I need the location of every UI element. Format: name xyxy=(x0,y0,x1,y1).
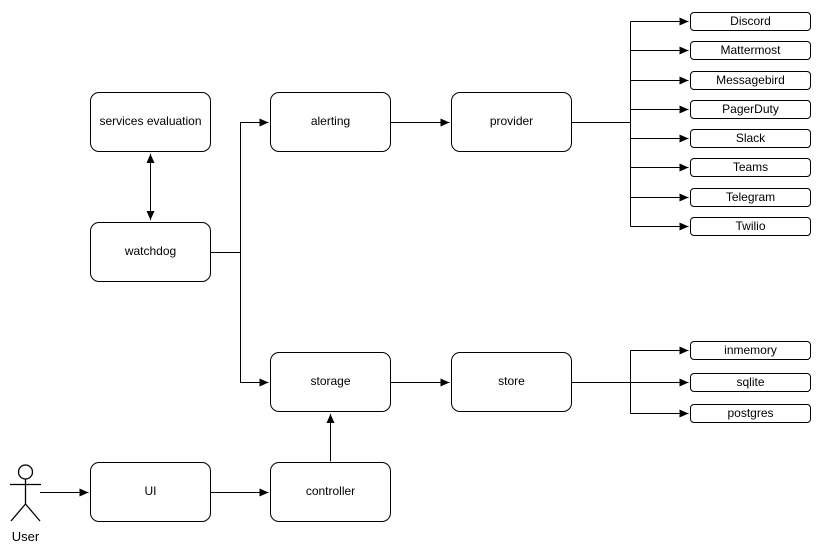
edge-watchdog-alerting xyxy=(240,118,269,253)
node-postgres: postgres xyxy=(690,404,811,423)
node-slack: Slack xyxy=(690,129,811,148)
node-ui: UI xyxy=(90,462,211,522)
node-sqlite: sqlite xyxy=(690,373,811,392)
node-services-evaluation: services evaluation xyxy=(90,92,211,152)
node-store: store xyxy=(451,352,572,412)
node-mattermost: Mattermost xyxy=(690,41,811,60)
node-twilio: Twilio xyxy=(690,217,811,236)
node-controller: controller xyxy=(270,462,391,522)
node-alerting: alerting xyxy=(270,92,391,152)
node-storage: storage xyxy=(270,352,391,412)
user-actor-label: User xyxy=(11,529,40,544)
node-discord: Discord xyxy=(690,12,811,31)
user-actor-icon xyxy=(10,464,41,522)
node-inmemory: inmemory xyxy=(690,341,811,360)
node-telegram: Telegram xyxy=(690,188,811,207)
node-provider: provider xyxy=(451,92,572,152)
node-messagebird: Messagebird xyxy=(690,71,811,90)
node-watchdog: watchdog xyxy=(90,222,211,282)
node-teams: Teams xyxy=(690,158,811,177)
edge-watchdog-storage xyxy=(240,252,269,387)
node-pagerduty: PagerDuty xyxy=(690,100,811,119)
